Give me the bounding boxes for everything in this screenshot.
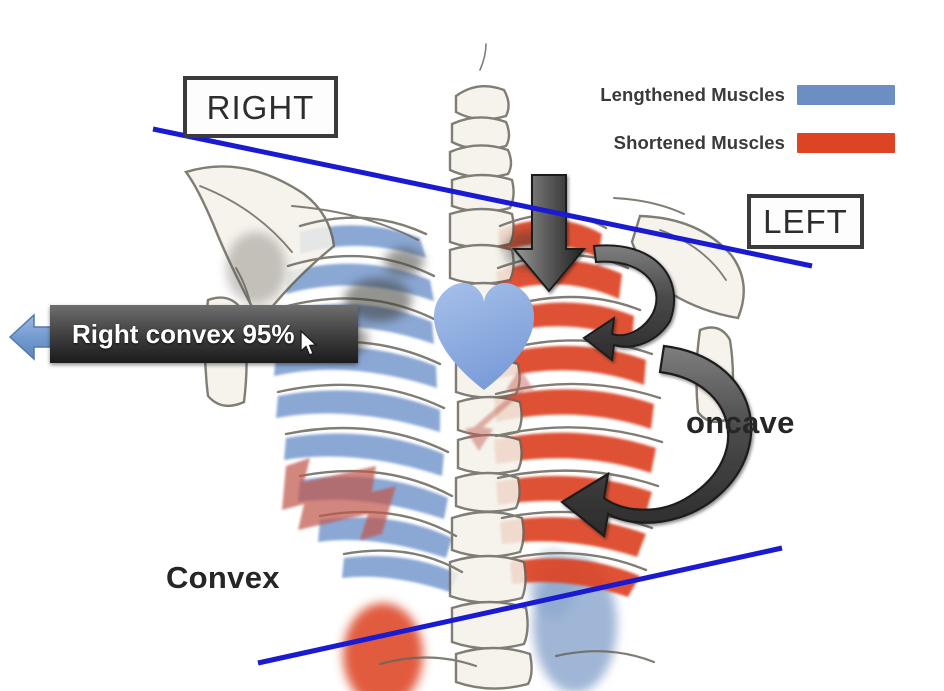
shoulder-tilt-line: [152, 126, 813, 269]
pelvis-tilt-line: [257, 545, 783, 666]
banner-left-arrow-icon: [8, 313, 62, 361]
right-side-label-text: RIGHT: [206, 88, 315, 126]
legend-item-lengthened: Lengthened Muscles: [575, 82, 895, 108]
legend-label-shortened: Shortened Muscles: [613, 132, 785, 153]
downward-compression-arrow: [511, 174, 587, 293]
banner-text: Right convex 95%: [72, 318, 295, 349]
lower-rotation-arrow: [560, 344, 753, 539]
concave-annotation: oncave: [686, 405, 795, 440]
banner-bar: Right convex 95%: [50, 305, 358, 363]
spine-zigzag-marker: [465, 368, 534, 451]
lengthened-muscles-swatch: [797, 85, 895, 105]
heart-shape: [433, 283, 535, 390]
rib-zigzag-marker: [282, 458, 396, 540]
legend-label-lengthened: Lengthened Muscles: [600, 84, 785, 105]
left-side-label-text: LEFT: [763, 203, 848, 240]
shortened-muscles-swatch: [797, 133, 895, 153]
muscle-legend: Lengthened Muscles Shortened Muscles: [575, 82, 895, 178]
upper-rotation-arrow: [582, 244, 676, 362]
right-side-label-box: RIGHT: [183, 76, 338, 138]
left-side-label-box: LEFT: [747, 194, 864, 249]
convex-annotation: Convex: [166, 560, 280, 595]
legend-item-shortened: Shortened Muscles: [575, 130, 895, 156]
right-convex-banner: Right convex 95%: [8, 305, 358, 367]
